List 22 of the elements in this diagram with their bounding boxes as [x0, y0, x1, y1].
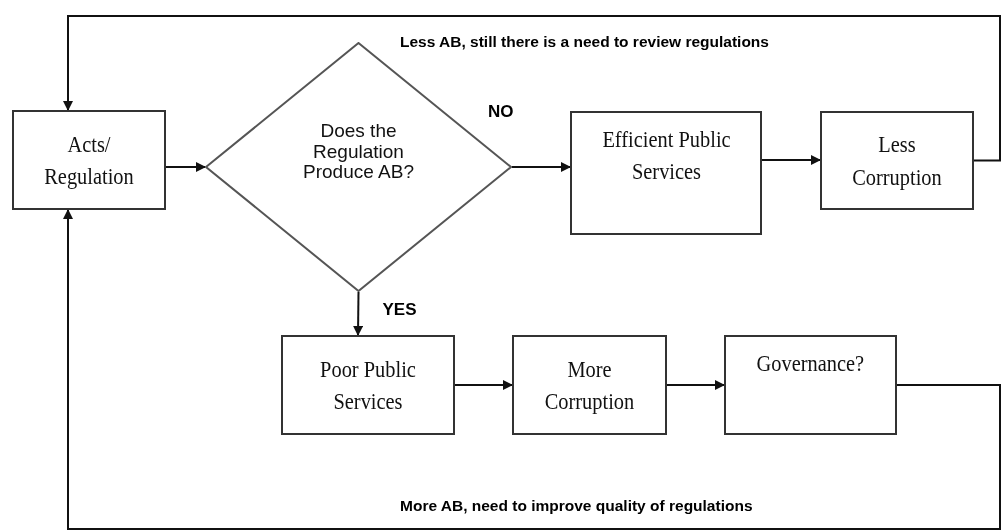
arrow: [666, 380, 725, 390]
decision-text: Does the Regulation Produce AB?: [302, 120, 415, 184]
process-box: [512, 335, 667, 435]
box-text: Acts/ Regulation: [43, 129, 135, 191]
arrow: [63, 209, 1001, 530]
arrow: [353, 291, 364, 336]
arrow: [511, 162, 571, 172]
process-box: [820, 111, 974, 210]
arrow: [165, 162, 206, 172]
box-text: Efficient Public Services: [600, 125, 732, 187]
box-text: Less Corruption: [851, 130, 943, 192]
box-text: More Corruption: [543, 354, 636, 416]
arrow: [63, 15, 1001, 162]
box-text: Governance?: [755, 349, 866, 378]
process-box: [281, 335, 455, 435]
box-text: Poor Public Services: [319, 354, 417, 416]
edge-label: More AB, need to improve quality of regulations: [398, 497, 755, 515]
process-box: [570, 111, 762, 235]
arrow: [761, 155, 821, 165]
arrow: [454, 380, 513, 390]
process-box: [12, 110, 166, 210]
process-box: [724, 335, 897, 435]
